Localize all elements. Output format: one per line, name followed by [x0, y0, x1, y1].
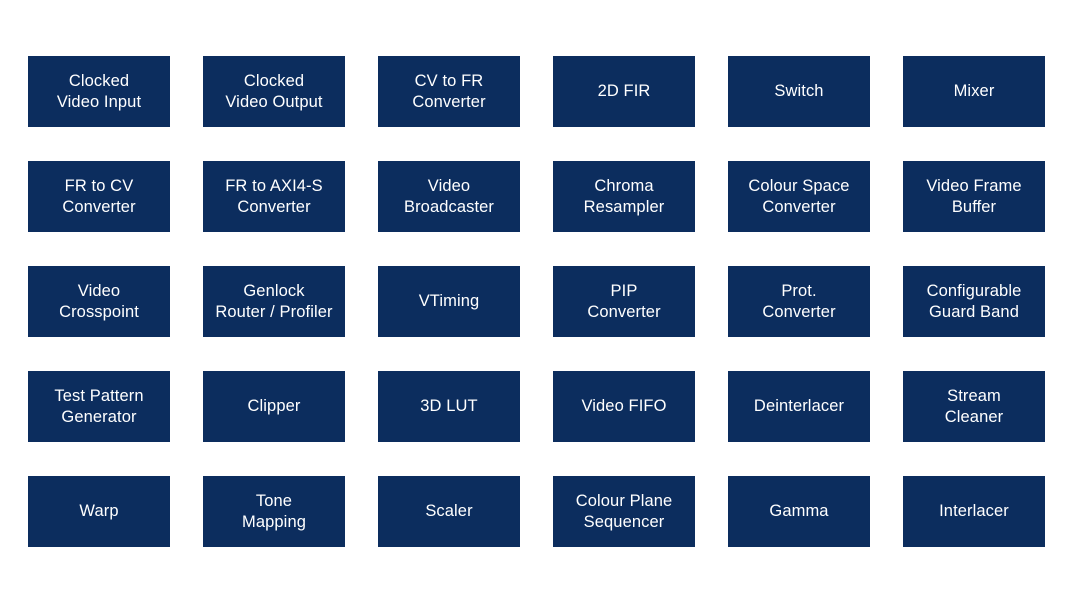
- tile-prot-converter: Prot. Converter: [728, 266, 870, 337]
- tile-label: Warp: [79, 502, 119, 521]
- tile-label: FR to AXI4-S Converter: [225, 177, 323, 216]
- tile-deinterlacer: Deinterlacer: [728, 371, 870, 442]
- tile-label: CV to FR Converter: [412, 72, 486, 111]
- tile-label: Configurable Guard Band: [926, 282, 1022, 321]
- tile-label: Prot. Converter: [762, 282, 836, 321]
- tile-colour-space-converter: Colour Space Converter: [728, 161, 870, 232]
- tile-label: Deinterlacer: [753, 397, 845, 416]
- tile-label: Genlock Router / Profiler: [215, 282, 333, 321]
- tile-label: Colour Plane Sequencer: [575, 492, 673, 531]
- tile-3d-lut: 3D LUT: [378, 371, 520, 442]
- tile-cv-to-fr-converter: CV to FR Converter: [378, 56, 520, 127]
- tile-label: Mixer: [953, 82, 995, 101]
- tile-fr-to-axi4s-converter: FR to AXI4-S Converter: [203, 161, 345, 232]
- tile-label: Clocked Video Output: [225, 72, 323, 111]
- tile-video-broadcaster: Video Broadcaster: [378, 161, 520, 232]
- tile-gamma: Gamma: [728, 476, 870, 547]
- tile-label: Video Frame Buffer: [926, 177, 1022, 216]
- tile-clipper: Clipper: [203, 371, 345, 442]
- tile-label: Stream Cleaner: [944, 387, 1004, 426]
- tile-test-pattern-generator: Test Pattern Generator: [28, 371, 170, 442]
- tile-fr-to-cv-converter: FR to CV Converter: [28, 161, 170, 232]
- tile-label: Switch: [774, 82, 824, 101]
- tile-label: Clocked Video Input: [56, 72, 142, 111]
- tile-label: VTiming: [418, 292, 480, 311]
- tile-stream-cleaner: Stream Cleaner: [903, 371, 1045, 442]
- tile-label: FR to CV Converter: [62, 177, 136, 216]
- tile-label: 2D FIR: [597, 82, 651, 101]
- tile-label: Scaler: [425, 502, 473, 521]
- tile-video-crosspoint: Video Crosspoint: [28, 266, 170, 337]
- tile-switch: Switch: [728, 56, 870, 127]
- tile-colour-plane-sequencer: Colour Plane Sequencer: [553, 476, 695, 547]
- tile-label: Clipper: [247, 397, 301, 416]
- tile-label: Video Crosspoint: [59, 282, 139, 321]
- ip-block-grid: Clocked Video Input Clocked Video Output…: [28, 56, 1045, 547]
- tile-mixer: Mixer: [903, 56, 1045, 127]
- tile-chroma-resampler: Chroma Resampler: [553, 161, 695, 232]
- tile-clocked-video-output: Clocked Video Output: [203, 56, 345, 127]
- tile-clocked-video-input: Clocked Video Input: [28, 56, 170, 127]
- tile-2d-fir: 2D FIR: [553, 56, 695, 127]
- tile-label: Chroma Resampler: [583, 177, 665, 216]
- tile-warp: Warp: [28, 476, 170, 547]
- tile-label: 3D LUT: [420, 397, 478, 416]
- tile-vtiming: VTiming: [378, 266, 520, 337]
- tile-video-frame-buffer: Video Frame Buffer: [903, 161, 1045, 232]
- tile-genlock-router-profiler: Genlock Router / Profiler: [203, 266, 345, 337]
- tile-interlacer: Interlacer: [903, 476, 1045, 547]
- tile-label: Gamma: [769, 502, 829, 521]
- tile-scaler: Scaler: [378, 476, 520, 547]
- tile-label: PIP Converter: [587, 282, 661, 321]
- tile-pip-converter: PIP Converter: [553, 266, 695, 337]
- tile-label: Test Pattern Generator: [54, 387, 144, 426]
- tile-label: Colour Space Converter: [748, 177, 850, 216]
- tile-label: Interlacer: [939, 502, 1009, 521]
- tile-video-fifo: Video FIFO: [553, 371, 695, 442]
- tile-configurable-guard-band: Configurable Guard Band: [903, 266, 1045, 337]
- tile-label: Video FIFO: [581, 397, 667, 416]
- tile-label: Video Broadcaster: [403, 177, 495, 216]
- tile-tone-mapping: Tone Mapping: [203, 476, 345, 547]
- tile-label: Tone Mapping: [242, 492, 306, 531]
